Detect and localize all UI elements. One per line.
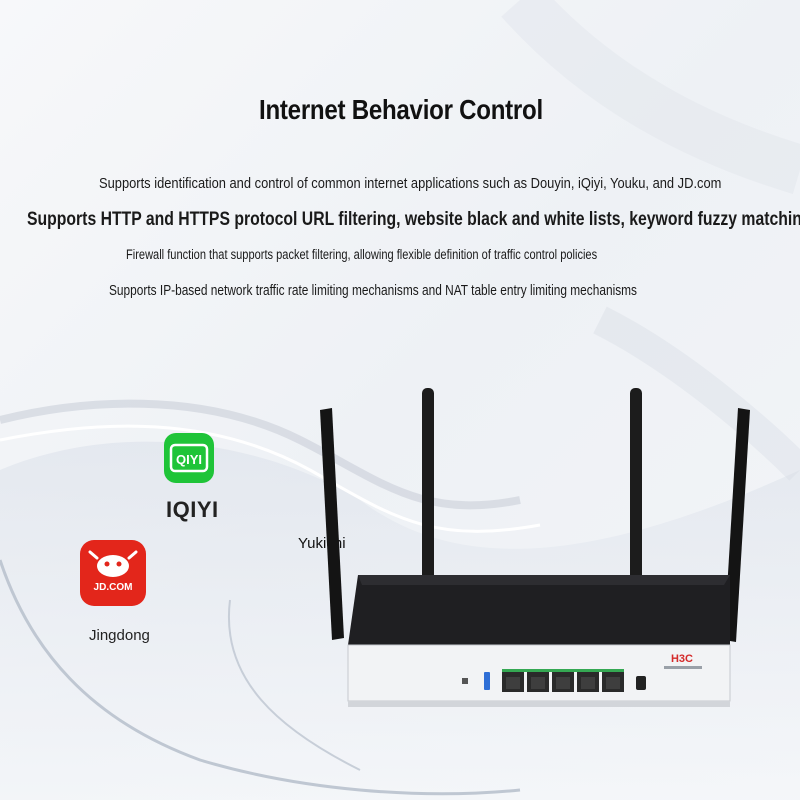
jd-label: Jingdong: [89, 627, 150, 644]
antenna-front-left: [320, 408, 344, 640]
antenna-rear-left: [422, 388, 434, 588]
page-title: Internet Behavior Control: [259, 94, 543, 125]
ethernet-ports: [502, 669, 624, 692]
jd-logo-icon: JD.COM: [88, 550, 138, 593]
feature-line-2: Supports HTTP and HTTPS protocol URL fil…: [27, 209, 800, 230]
power-port: [636, 676, 646, 690]
feature-line-1: Supports identification and control of c…: [99, 175, 722, 192]
iqiyi-label: IQIYI: [166, 497, 219, 522]
feature-line-4: Supports IP-based network traffic rate l…: [109, 283, 638, 299]
router-top-cover: [348, 575, 730, 645]
feature-line-3: Firewall function that supports packet f…: [126, 247, 598, 262]
router-image: H3C: [320, 388, 750, 707]
iqiyi-app-icon: QIYI: [164, 433, 214, 483]
router-brand-label: H3C: [671, 653, 693, 665]
jd-app-icon: JD.COM: [80, 540, 146, 606]
antenna-front-right: [724, 408, 750, 642]
iqiyi-logo-icon: QIYI: [169, 443, 209, 473]
svg-text:QIYI: QIYI: [176, 452, 202, 467]
svg-text:JD.COM: JD.COM: [94, 582, 133, 593]
usb-port: [484, 672, 490, 690]
antenna-rear-right: [630, 388, 642, 588]
